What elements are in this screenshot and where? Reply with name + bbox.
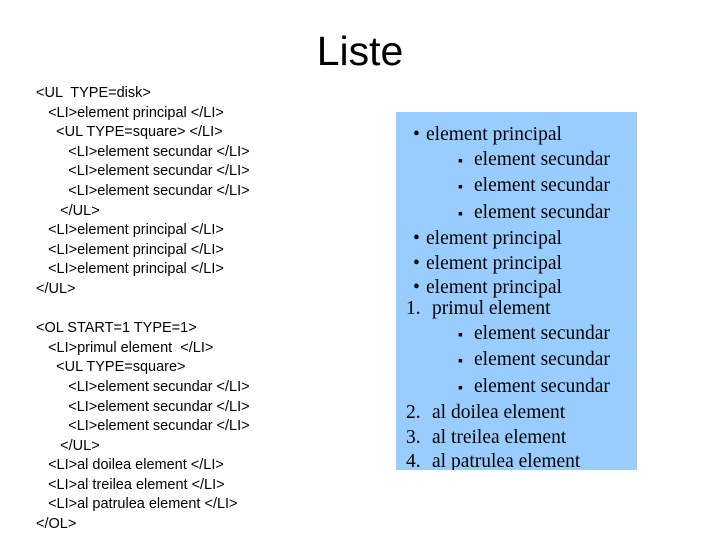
square-bullet-icon: ▪ [458,327,463,343]
code-block-spacer [36,300,376,320]
code-ol-line: <LI>al treilea element </LI> [36,476,225,493]
code-ul-line: <LI>element secundar </LI> [36,182,250,199]
code-ol-line: <UL TYPE=square> [36,359,186,376]
code-ul-line: <LI>element principal </LI> [36,104,224,121]
code-ul-line: <LI>element secundar </LI> [36,163,250,180]
unordered-list: • element principal ▪ element secundar ▪ elem… [396,123,637,301]
rendered-output-panel: • element principal ▪ element secundar ▪ elem… [396,112,637,470]
code-ol-line: <LI>al patrulea element </LI> [36,496,238,513]
list-item-label: element principal [426,277,562,298]
list-item: ▪ element secundar [396,375,637,402]
list-item: 2. al doilea element [396,401,637,426]
code-ol-line: <LI>element secundar </LI> [36,398,250,415]
list-item: 3. al treilea element [396,426,637,451]
ordered-list: 1. primul element ▪ element secundar ▪ elemen… [396,297,637,470]
code-ol-line: </UL> [36,437,100,454]
list-item: • element principal [396,252,637,277]
list-number-marker: 2. [406,402,421,423]
code-ol-line: <LI>primul element </LI> [36,339,214,356]
code-ol-line: <OL START=1 TYPE=1> [36,320,197,337]
code-listing-panel: <UL TYPE=disk> <LI>element principal </L… [36,84,376,535]
list-item-label: element principal [426,252,562,274]
code-block-unordered: <UL TYPE=disk> <LI>element principal </L… [36,84,376,300]
code-ul-line: <UL TYPE=disk> [36,85,151,101]
list-item-label: al doilea element [432,402,566,423]
list-item-label: al treilea element [432,426,567,448]
list-item: 4. al patrulea element [396,450,637,470]
list-item: ▪ element secundar [396,322,637,349]
list-item-label: element principal [426,124,562,145]
list-item: ▪ element secundar [396,148,637,175]
list-item: • element principal [396,227,637,252]
list-item-label: primul element [432,298,551,319]
list-number-marker: 4. [406,451,421,470]
code-ul-line: </UL> [36,202,100,219]
list-item-label: element secundar [474,175,610,196]
list-item: • element principal [396,123,637,148]
list-item-label: element secundar [474,148,610,170]
square-bullet-icon: ▪ [458,206,463,222]
disc-bullet-icon: • [413,124,420,145]
square-bullet-icon: ▪ [458,380,463,396]
code-ol-line: </OL> [36,516,77,533]
list-item: 1. primul element [396,297,637,322]
square-bullet-icon: ▪ [458,354,463,369]
list-item: ▪ element secundar [396,174,637,201]
list-item: • element principal [396,276,637,301]
list-item-label: element secundar [474,322,610,344]
code-ul-line: <LI>element secundar </LI> [36,143,250,160]
code-ul-line: <LI>element principal </LI> [36,241,224,258]
disc-bullet-icon: • [413,228,420,249]
rendered-ordered-list: 1. primul element ▪ element secundar ▪ elemen… [396,297,637,470]
code-ol-line: <LI>element secundar </LI> [36,378,250,395]
list-item-label: element secundar [474,349,610,370]
code-ol-line: <LI>element secundar </LI> [36,418,250,435]
disc-bullet-icon: • [413,252,420,274]
code-ul-line: <LI>element principal </LI> [36,222,224,239]
page-title: Liste [316,28,404,74]
code-ul-line: <UL TYPE=square> </LI> [36,124,223,141]
list-item-label: element principal [426,228,562,249]
list-item: ▪ element secundar [396,348,637,375]
square-bullet-icon: ▪ [458,180,463,195]
list-item-label: element secundar [474,375,610,397]
list-number-marker: 1. [406,298,421,319]
list-number-marker: 3. [406,426,421,448]
code-ol-line: <LI>al doilea element </LI> [36,457,224,474]
code-ul-line: <LI>element principal </LI> [36,261,224,278]
code-ul-line: </UL> [36,280,76,297]
list-item: ▪ element secundar [396,201,637,228]
disc-bullet-icon: • [413,277,420,298]
code-block-ordered: <OL START=1 TYPE=1> <LI>primul element <… [36,319,376,535]
list-item-label: al patrulea element [432,451,581,470]
square-bullet-icon: ▪ [458,153,463,169]
rendered-unordered-list: • element principal ▪ element secundar ▪ elem… [396,123,637,301]
list-item-label: element secundar [474,201,610,223]
